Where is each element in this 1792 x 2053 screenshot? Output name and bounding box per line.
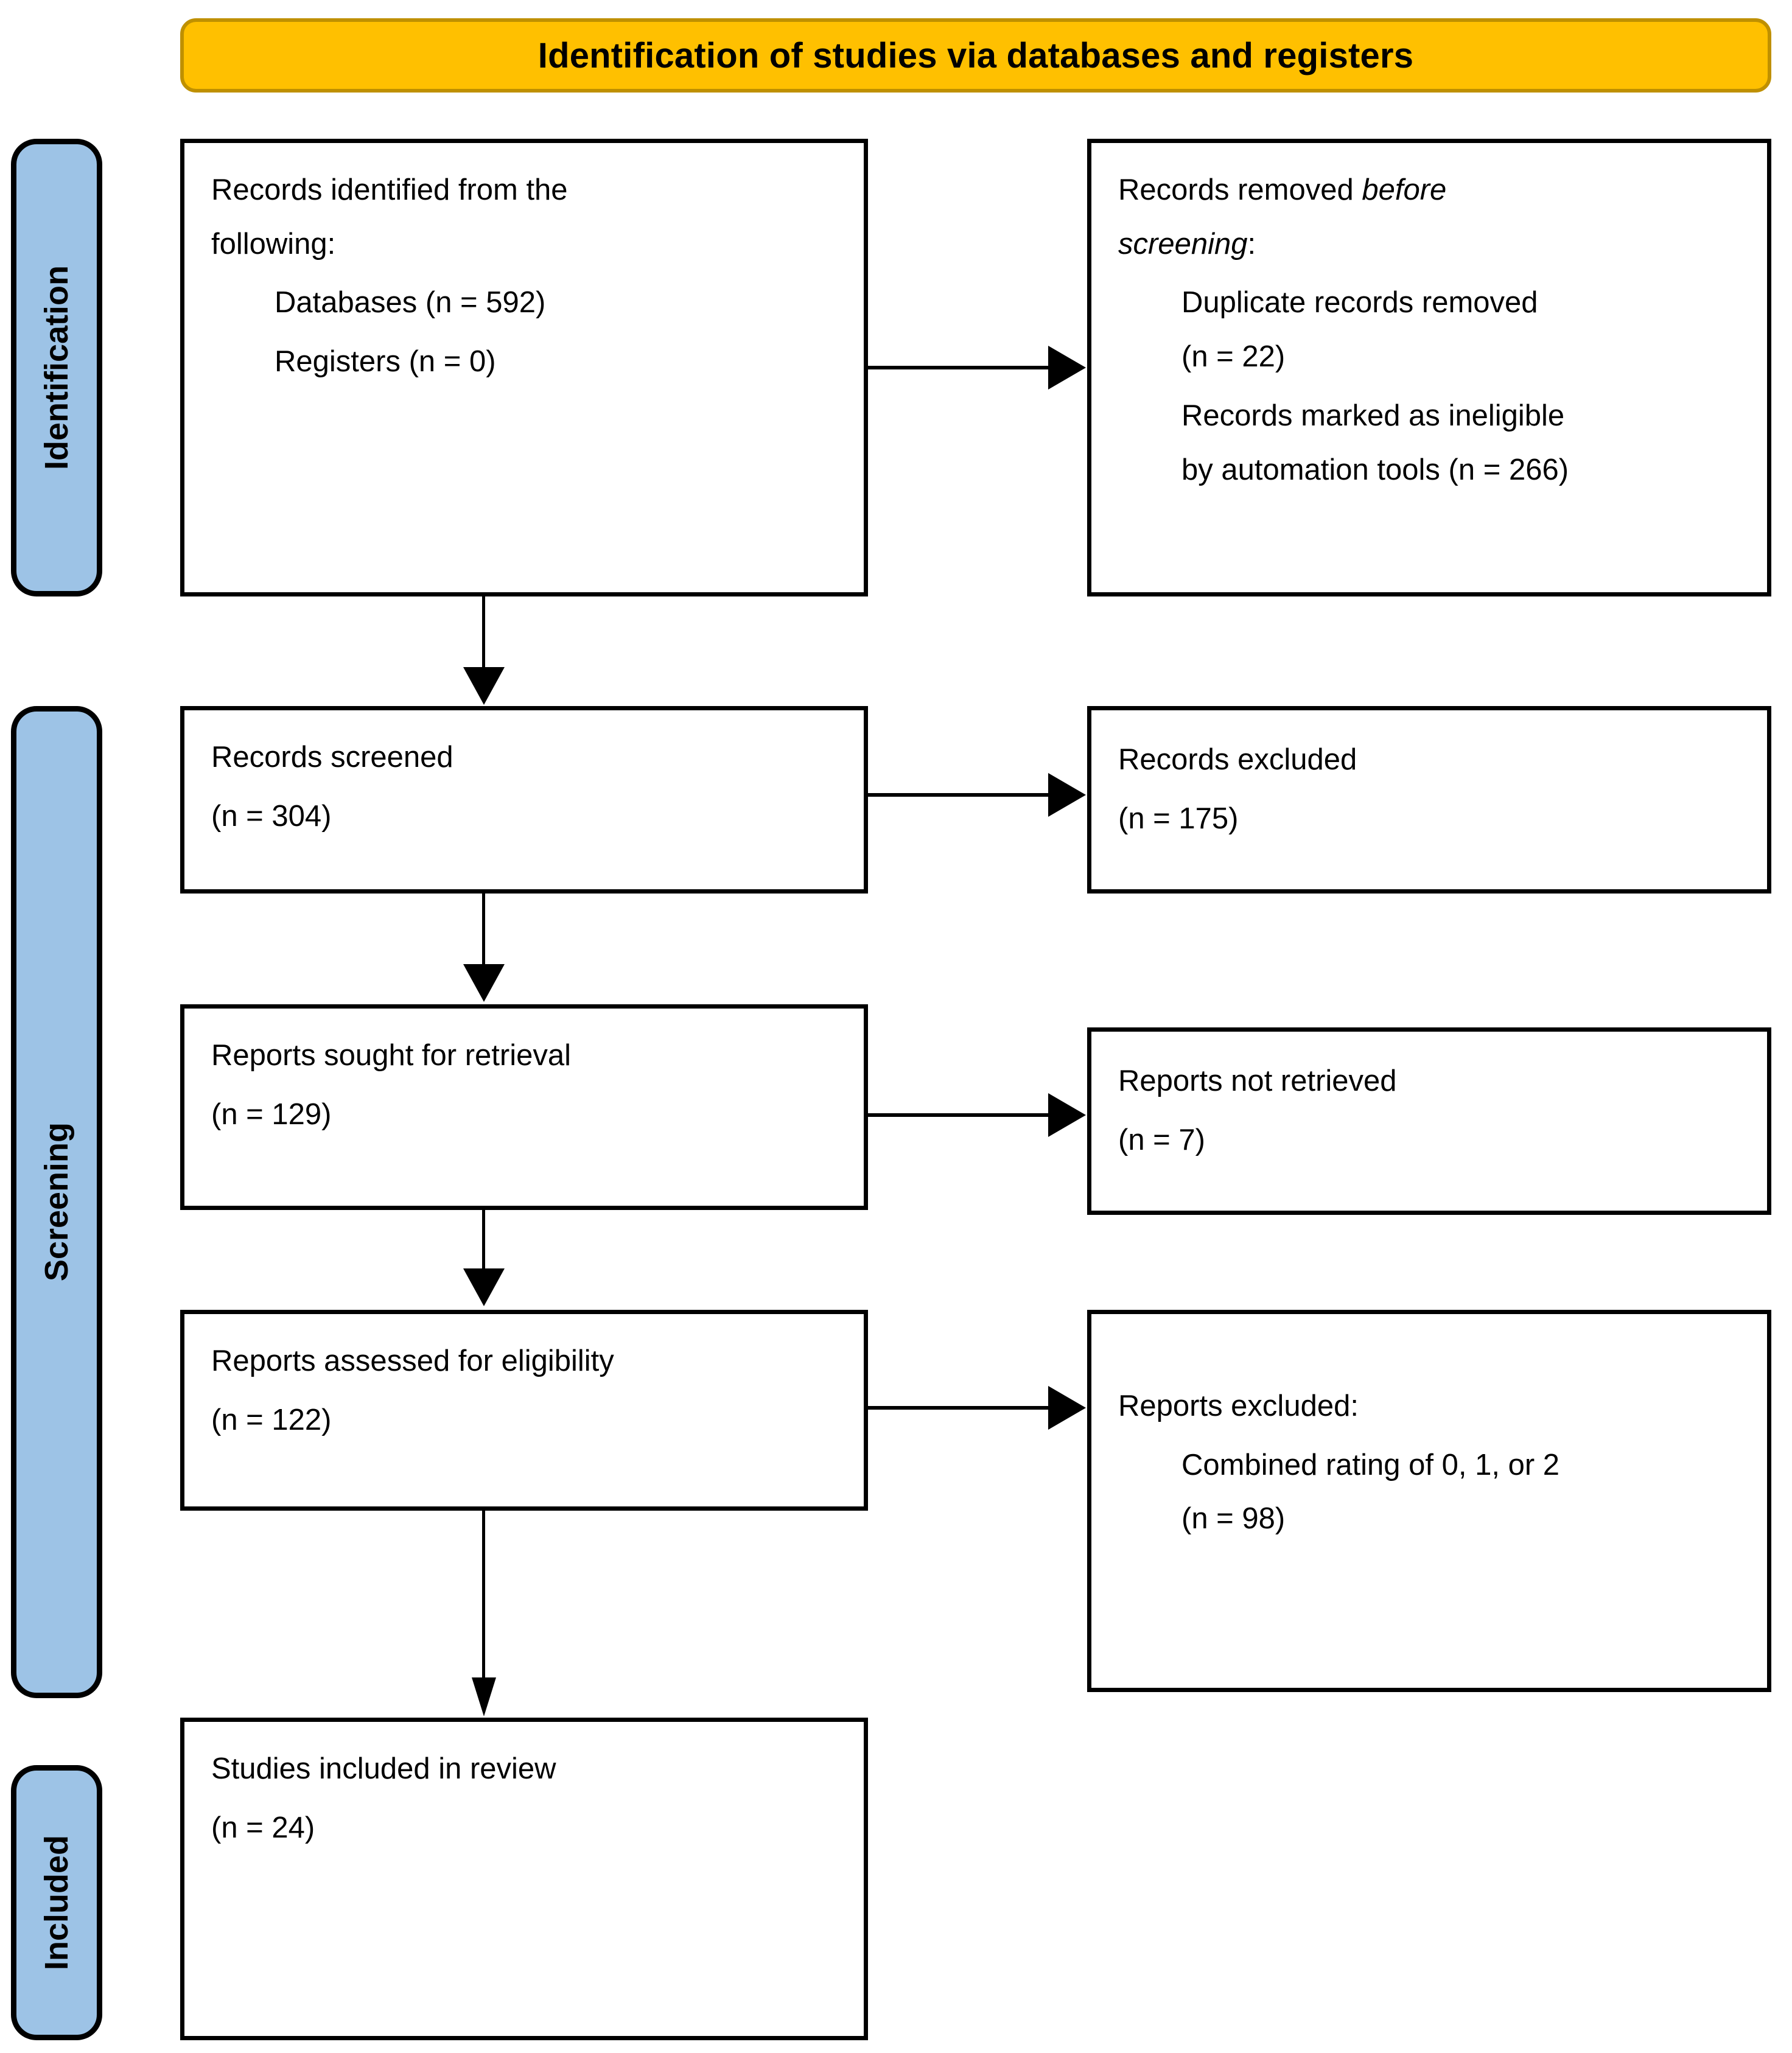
connector-line-identified-to-removed — [868, 366, 1048, 369]
records-identified-databases: Databases (n = 592) — [275, 286, 546, 320]
diagram-header-banner: Identification of studies via databases … — [180, 18, 1771, 93]
stage-band-identification: Identification — [11, 139, 102, 596]
box-records-removed-before-screening: Records removed before screening: Duplic… — [1087, 139, 1771, 596]
duplicate-records-removed-label: Duplicate records removed — [1181, 286, 1538, 320]
connector-line-identified-to-screened — [482, 596, 485, 670]
box-records-identified: Records identified from the following: D… — [180, 139, 868, 596]
reports-sought-count: (n = 129) — [211, 1097, 332, 1131]
box-reports-sought-for-retrieval: Reports sought for retrieval (n = 129) — [180, 1004, 868, 1210]
box-reports-not-retrieved: Reports not retrieved (n = 7) — [1087, 1027, 1771, 1215]
records-removed-line1-italic: before — [1362, 173, 1447, 206]
records-removed-line1-plain: Records removed — [1118, 173, 1362, 206]
ineligible-automation-label: Records marked as ineligible — [1181, 399, 1565, 432]
connector-line-assessed-to-reports-excluded — [868, 1406, 1048, 1410]
arrowhead-down-icon — [472, 1677, 496, 1716]
reports-excluded-reason: Combined rating of 0, 1, or 2 — [1181, 1448, 1560, 1481]
connector-line-assessed-to-included — [482, 1511, 485, 1680]
reports-excluded-label: Reports excluded: — [1118, 1390, 1359, 1422]
connector-line-sought-to-assessed — [482, 1210, 485, 1271]
records-removed-line2-italic: screening — [1118, 227, 1248, 261]
records-identified-line1: Records identified from the — [211, 173, 568, 206]
box-studies-included-in-review: Studies included in review (n = 24) — [180, 1718, 868, 2040]
reports-not-retrieved-count: (n = 7) — [1118, 1123, 1205, 1156]
records-screened-count: (n = 304) — [211, 799, 332, 833]
arrowhead-right-icon — [1048, 346, 1086, 390]
records-excluded-count: (n = 175) — [1118, 802, 1239, 835]
box-reports-assessed-for-eligibility: Reports assessed for eligibility (n = 12… — [180, 1310, 868, 1511]
stage-label-included: Included — [38, 1834, 75, 1970]
arrowhead-right-icon — [1048, 1386, 1086, 1430]
arrowhead-down-icon — [463, 964, 505, 1002]
records-removed-line2: screening: — [1118, 225, 1743, 264]
arrowhead-down-icon — [463, 667, 505, 705]
reports-sought-label: Reports sought for retrieval — [211, 1039, 571, 1072]
box-reports-excluded: Reports excluded: Combined rating of 0, … — [1087, 1310, 1771, 1692]
records-identified-line2: following: — [211, 227, 336, 261]
arrowhead-right-icon — [1048, 1093, 1086, 1137]
arrowhead-down-icon — [463, 1268, 505, 1306]
studies-included-count: (n = 24) — [211, 1811, 315, 1844]
reports-assessed-label: Reports assessed for eligibility — [211, 1345, 614, 1377]
records-identified-registers: Registers (n = 0) — [275, 345, 496, 379]
records-removed-line1: Records removed before — [1118, 171, 1743, 209]
arrowhead-right-icon — [1048, 773, 1086, 817]
diagram-title: Identification of studies via databases … — [537, 35, 1414, 75]
connector-line-screened-to-records-excluded — [868, 793, 1048, 797]
records-removed-line2-plain: : — [1247, 227, 1256, 261]
box-records-excluded: Records excluded (n = 175) — [1087, 706, 1771, 894]
reports-excluded-count: (n = 98) — [1181, 1502, 1286, 1536]
connector-line-sought-to-not-retrieved — [868, 1113, 1048, 1117]
reports-not-retrieved-label: Reports not retrieved — [1118, 1065, 1397, 1097]
connector-line-screened-to-sought — [482, 894, 485, 967]
stage-label-screening: Screening — [38, 1122, 75, 1282]
box-records-screened: Records screened (n = 304) — [180, 706, 868, 894]
reports-assessed-count: (n = 122) — [211, 1403, 332, 1436]
ineligible-automation-count: by automation tools (n = 266) — [1181, 453, 1569, 486]
stage-label-identification: Identification — [38, 265, 75, 470]
records-excluded-label: Records excluded — [1118, 743, 1357, 776]
stage-band-included: Included — [11, 1765, 102, 2040]
stage-band-screening: Screening — [11, 706, 102, 1698]
studies-included-label: Studies included in review — [211, 1752, 556, 1785]
records-screened-label: Records screened — [211, 741, 453, 774]
duplicate-records-removed-count: (n = 22) — [1181, 340, 1286, 374]
